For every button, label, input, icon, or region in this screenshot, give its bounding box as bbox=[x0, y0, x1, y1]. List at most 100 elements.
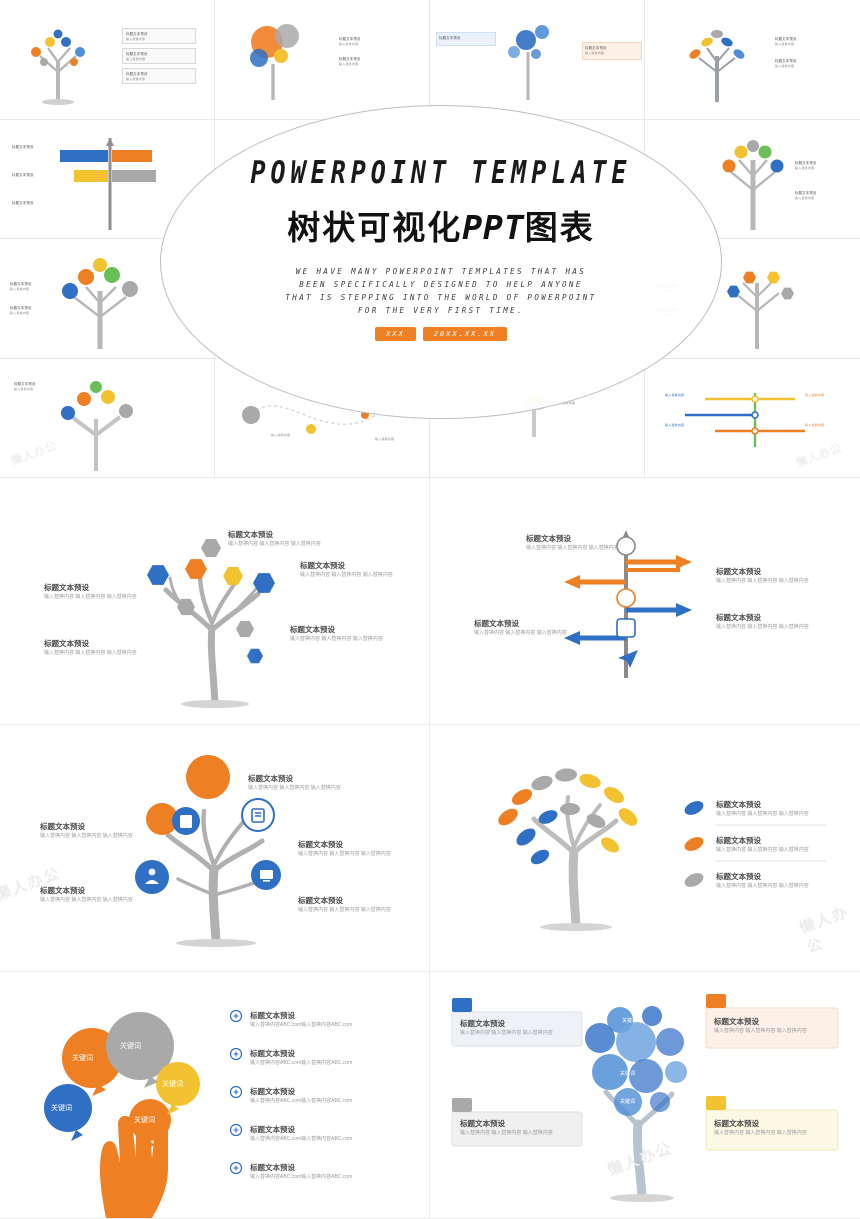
hex-node-yellow bbox=[223, 567, 243, 585]
slide2-title-1: 标题文本预设 bbox=[526, 534, 571, 543]
thumb-body: 输入替换内容 bbox=[795, 165, 815, 170]
cover-headline-cn-left: 树状可视化 bbox=[287, 209, 463, 246]
thumb-title: 标题文本预设 bbox=[339, 57, 361, 61]
slide-keyword-balloons[interactable]: 关键词 关键词 关键词 关键词 关键词 标题文本预设 输入替换内容ABC.com… bbox=[0, 972, 430, 1219]
slide3-body-4a: 输入替换内容 输入替换内容 输入替换内容 bbox=[40, 833, 133, 839]
slide3-body-2: 输入替换内容 输入替换内容 输入替换内容 bbox=[298, 851, 391, 857]
thumb-title: 标题文本预设 bbox=[339, 37, 361, 41]
slide3-body-1: 输入替换内容 输入替换内容 输入替换内容 bbox=[248, 785, 341, 791]
cover-headline-cn-en: PPT bbox=[462, 208, 525, 247]
slide1-title-1: 标题文本预设 bbox=[228, 530, 273, 539]
thumb-title: 标题文本预设 bbox=[585, 46, 607, 50]
slide5-title-1: 标题文本预设 bbox=[250, 1011, 295, 1020]
hex-node-gray-low bbox=[236, 620, 254, 638]
thumb-title: 标题文本预设 bbox=[126, 32, 148, 36]
balloon-keyword-5: 关键词 bbox=[134, 1117, 155, 1124]
thumb-body: 输入替换内容 bbox=[805, 392, 825, 397]
thumb-body: 输入替换内容 bbox=[805, 422, 825, 427]
slide4-body-3: 输入替换内容 输入替换内容 输入替换内容 bbox=[716, 883, 809, 889]
slide6-title-2: 标题文本预设 bbox=[714, 1017, 759, 1026]
slide3-body-3: 输入替换内容 输入替换内容 输入替换内容 bbox=[298, 907, 391, 913]
cover-pill-left: XXX bbox=[375, 327, 416, 341]
slide1-body-1: 输入替换内容 输入替换内容 输入替换内容 bbox=[228, 541, 321, 547]
thumb-title: 标题文本预设 bbox=[775, 37, 797, 41]
slide1-title-3: 标题文本预设 bbox=[290, 625, 335, 634]
hex-node-blue-right bbox=[253, 573, 275, 593]
slide6-body-1: 输入替换内容 输入替换内容 输入替换内容 bbox=[460, 1030, 553, 1036]
thumbnail-tree-orange-blue[interactable]: 标题文本预设 输入替换内容 标题文本预设 输入替换内容 标题文本预设 输入替换内… bbox=[0, 0, 215, 120]
slide-arrow-cross[interactable]: 标题文本预设 输入替换内容 输入替换内容 输入替换内容 标题文本预设 输入替换内… bbox=[430, 478, 860, 725]
cover-subtitle-line-2: BEEN SPECIFICALLY DESIGNED TO HELP ANYON… bbox=[299, 280, 583, 289]
slide6-title-3: 标题文本预设 bbox=[460, 1119, 505, 1128]
slide3-title-2: 标题文本预设 bbox=[298, 840, 343, 849]
slide6-body-2: 输入替换内容 输入替换内容 输入替换内容 bbox=[714, 1028, 807, 1034]
thumb-body: 输入替换内容 bbox=[126, 37, 146, 41]
hex-node-gray-mid bbox=[177, 598, 195, 616]
bubble-label-3: 关键词 bbox=[620, 1099, 636, 1105]
cover-oval: POWERPOINT TEMPLATE 树状可视化PPT图表 WE HAVE M… bbox=[160, 105, 722, 419]
hex-node-blue-left bbox=[147, 565, 169, 585]
slide-hexagon-tree[interactable]: 标题文本预设 输入替换内容 输入替换内容 输入替换内容 标题文本预设 输入替换内… bbox=[0, 478, 430, 725]
slide5-body-1: 输入替换内容ABC.com输入替换内容ABC.com bbox=[250, 1022, 353, 1028]
thumbnail-hand-tree[interactable]: 标题文本预设 输入替换内容 懒人办公 bbox=[0, 358, 215, 478]
hex-node-gray-top bbox=[201, 539, 221, 557]
thumb-title: 标题文本预设 bbox=[126, 72, 148, 76]
thumb-body: 输入替换内容 bbox=[10, 311, 30, 315]
slide1-title-4b: 标题文本预设 bbox=[44, 639, 89, 648]
slide5-title-5: 标题文本预设 bbox=[250, 1163, 295, 1172]
cover-subtitle-line-4: FOR THE VERY FIRST TIME. bbox=[358, 306, 524, 315]
slide2-body-1: 输入替换内容 输入替换内容 输入替换内容 bbox=[526, 545, 619, 551]
slide3-title-4b: 标题文本预设 bbox=[40, 886, 85, 895]
slide2-body-4: 输入替换内容 输入替换内容 输入替换内容 bbox=[474, 630, 567, 636]
thumb-title: 标题文本预设 bbox=[12, 172, 34, 177]
balloon-keyword-4: 关键词 bbox=[162, 1081, 183, 1088]
thumb-title: 标题文本预设 bbox=[10, 282, 32, 286]
slide-bubble-tree-cards[interactable]: 关键词 关键词 关键词 标题文本预设 输入替换内容 输入替换内容 输入替换内容 … bbox=[430, 972, 860, 1219]
thumbnail-bubble-cluster[interactable]: 标题文本预设 输入替换内容 标题文本预设 输入替换内容 bbox=[215, 0, 430, 120]
thumbnail-blue-dot-tree[interactable]: 标题文本预设 标题文本预设 输入替换内容 bbox=[430, 0, 645, 120]
slide3-title-4a: 标题文本预设 bbox=[40, 822, 85, 831]
thumb-body: 输入替换内容 bbox=[271, 432, 291, 437]
thumb-body: 输入替换内容 bbox=[14, 386, 34, 391]
thumb-title: 标题文本预设 bbox=[795, 160, 817, 165]
slide6-title-4: 标题文本预设 bbox=[714, 1119, 759, 1128]
thumb-body: 输入替换内容 bbox=[126, 77, 146, 81]
slide1-title-2: 标题文本预设 bbox=[300, 561, 345, 570]
slide5-body-3: 输入替换内容ABC.com输入替换内容ABC.com bbox=[250, 1098, 353, 1104]
thumb-title: 标题文本预设 bbox=[12, 144, 34, 149]
slide6-body-3: 输入替换内容 输入替换内容 输入替换内容 bbox=[460, 1130, 553, 1136]
thumb-title: 标题文本预设 bbox=[10, 306, 32, 310]
slide6-title-1: 标题文本预设 bbox=[460, 1019, 505, 1028]
thumb-body: 输入替换内容 bbox=[775, 42, 795, 46]
slide3-title-1: 标题文本预设 bbox=[248, 774, 293, 783]
thumb-title: 标题文本预设 bbox=[795, 190, 817, 195]
slide2-title-3: 标题文本预设 bbox=[716, 613, 761, 622]
thumb-body: 输入替换内容 bbox=[339, 62, 359, 66]
thumb-body: 输入替换内容 bbox=[665, 422, 685, 427]
slide5-body-4: 输入替换内容ABC.com输入替换内容ABC.com bbox=[250, 1136, 353, 1142]
thumbnail-leaf-tree[interactable]: 标题文本预设 输入替换内容 标题文本预设 输入替换内容 bbox=[645, 0, 860, 120]
slide2-body-2: 输入替换内容 输入替换内容 输入替换内容 bbox=[716, 578, 809, 584]
slide2-title-4: 标题文本预设 bbox=[474, 619, 519, 628]
slide-grid: 标题文本预设 输入替换内容 输入替换内容 输入替换内容 标题文本预设 输入替换内… bbox=[0, 478, 860, 1219]
bubble-label-1: 关键词 bbox=[622, 1018, 638, 1024]
thumbnail-metro-map[interactable]: 输入替换内容 输入替换内容 输入替换内容 输入替换内容 懒人办公 bbox=[645, 358, 860, 478]
cover-headline-en: POWERPOINT TEMPLATE bbox=[250, 154, 632, 191]
thumb-title: 标题文本预设 bbox=[775, 59, 797, 63]
slide2-title-2: 标题文本预设 bbox=[716, 567, 761, 576]
slide-leaf-tree[interactable]: 标题文本预设 输入替换内容 输入替换内容 输入替换内容 标题文本预设 输入替换内… bbox=[430, 725, 860, 972]
cover-pill-group: XXX 20XX.XX.XX bbox=[375, 327, 507, 341]
slide1-body-4a: 输入替换内容 输入替换内容 输入替换内容 bbox=[44, 594, 137, 600]
thumb-title: 标题文本预设 bbox=[439, 36, 461, 40]
slide3-title-3: 标题文本预设 bbox=[298, 896, 343, 905]
slide-icon-circle-tree[interactable]: 标题文本预设 输入替换内容 输入替换内容 输入替换内容 标题文本预设 输入替换内… bbox=[0, 725, 430, 972]
slide4-body-1: 输入替换内容 输入替换内容 输入替换内容 bbox=[716, 811, 809, 817]
thumb-body: 输入替换内容 bbox=[665, 392, 685, 397]
slide6-body-4: 输入替换内容 输入替换内容 输入替换内容 bbox=[714, 1130, 807, 1136]
slide1-title-4a: 标题文本预设 bbox=[44, 583, 89, 592]
slide2-body-3: 输入替换内容 输入替换内容 输入替换内容 bbox=[716, 624, 809, 630]
slide5-title-4: 标题文本预设 bbox=[250, 1125, 295, 1134]
balloon-keyword-1: 关键词 bbox=[72, 1055, 93, 1062]
cover-headline-cn-right: 图表 bbox=[524, 209, 595, 246]
